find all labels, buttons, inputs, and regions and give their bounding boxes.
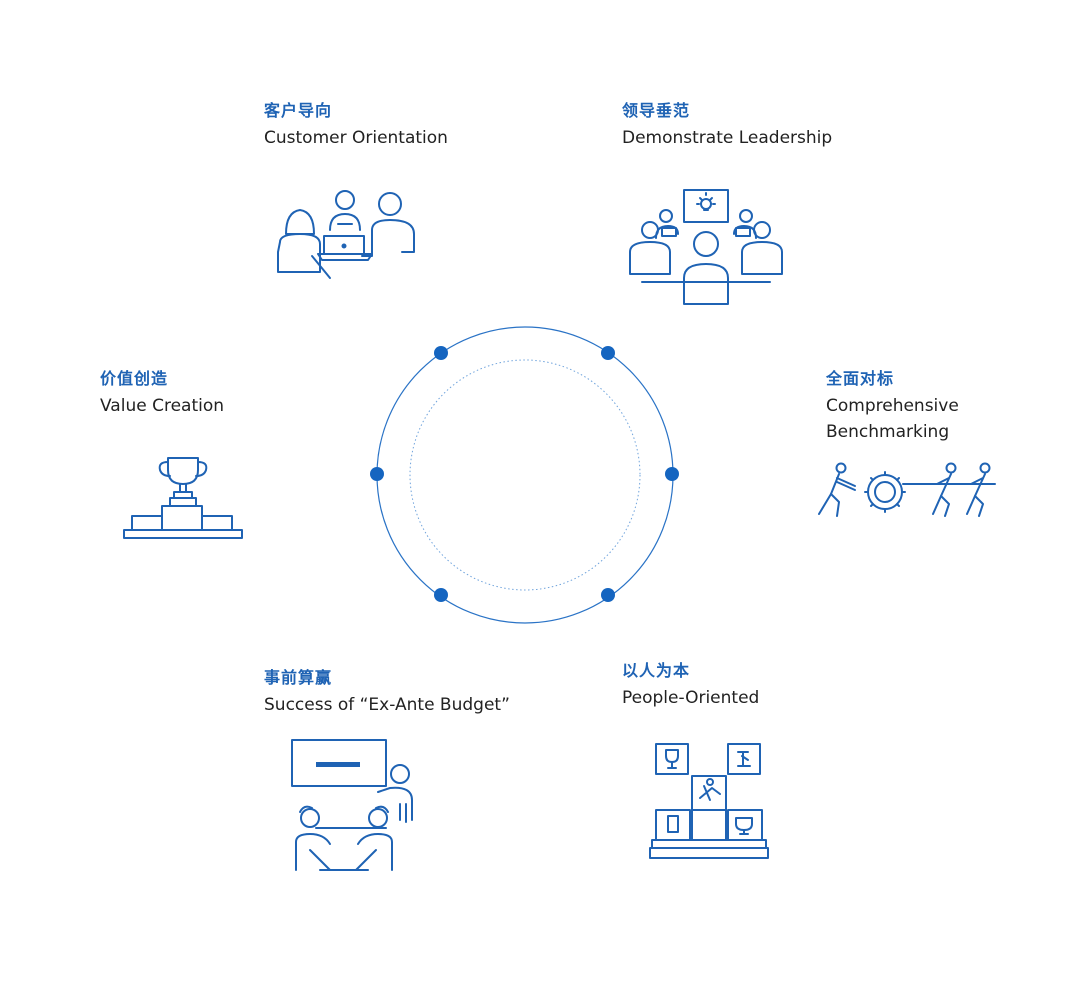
budget-planning-icon	[290, 738, 420, 876]
trophy-blocks-icon	[648, 742, 773, 864]
ring-node-bottom-right	[601, 588, 615, 602]
ring-node-left	[370, 467, 384, 481]
value-title-zh: 事前算赢	[264, 668, 333, 687]
leader-presentation-icon	[626, 186, 791, 308]
ring-node-right	[665, 467, 679, 481]
value-title-en: People-Oriented	[622, 688, 760, 708]
inner-dotted-circle	[409, 359, 641, 591]
value-value-creation: 价值创造 Value Creation	[100, 369, 224, 419]
value-title-zh: 以人为本	[622, 661, 691, 680]
value-title-en: Demonstrate Leadership	[622, 128, 833, 148]
value-title-zh: 客户导向	[264, 101, 333, 120]
value-title-en: Value Creation	[100, 396, 225, 416]
value-demonstrate-leadership: 领导垂范 Demonstrate Leadership	[622, 101, 832, 151]
value-title-zh: 全面对标	[826, 369, 895, 388]
value-comprehensive-benchmarking: 全面对标 Comprehensive Benchmarking	[826, 369, 959, 445]
customer-meeting-icon	[272, 186, 422, 286]
value-customer-orientation: 客户导向 Customer Orientation	[264, 101, 448, 151]
outer-circle	[376, 326, 674, 624]
value-people-oriented: 以人为本 People-Oriented	[622, 661, 759, 711]
value-ex-ante-budget: 事前算赢 Success of “Ex-Ante Budget”	[264, 668, 510, 718]
value-title-en: Customer Orientation	[264, 128, 448, 148]
tug-of-war-gear-icon	[815, 460, 1000, 520]
value-title-en: Success of “Ex-Ante Budget”	[264, 695, 510, 715]
ring-node-bottom-left	[434, 588, 448, 602]
value-title-en-line2: Benchmarking	[826, 422, 950, 442]
ring-node-top-left	[434, 346, 448, 360]
value-title-zh: 领导垂范	[622, 101, 691, 120]
value-title-zh: 价值创造	[100, 369, 169, 388]
ring-node-top-right	[601, 346, 615, 360]
value-title-en-line1: Comprehensive	[826, 396, 959, 416]
trophy-podium-icon	[122, 454, 246, 542]
